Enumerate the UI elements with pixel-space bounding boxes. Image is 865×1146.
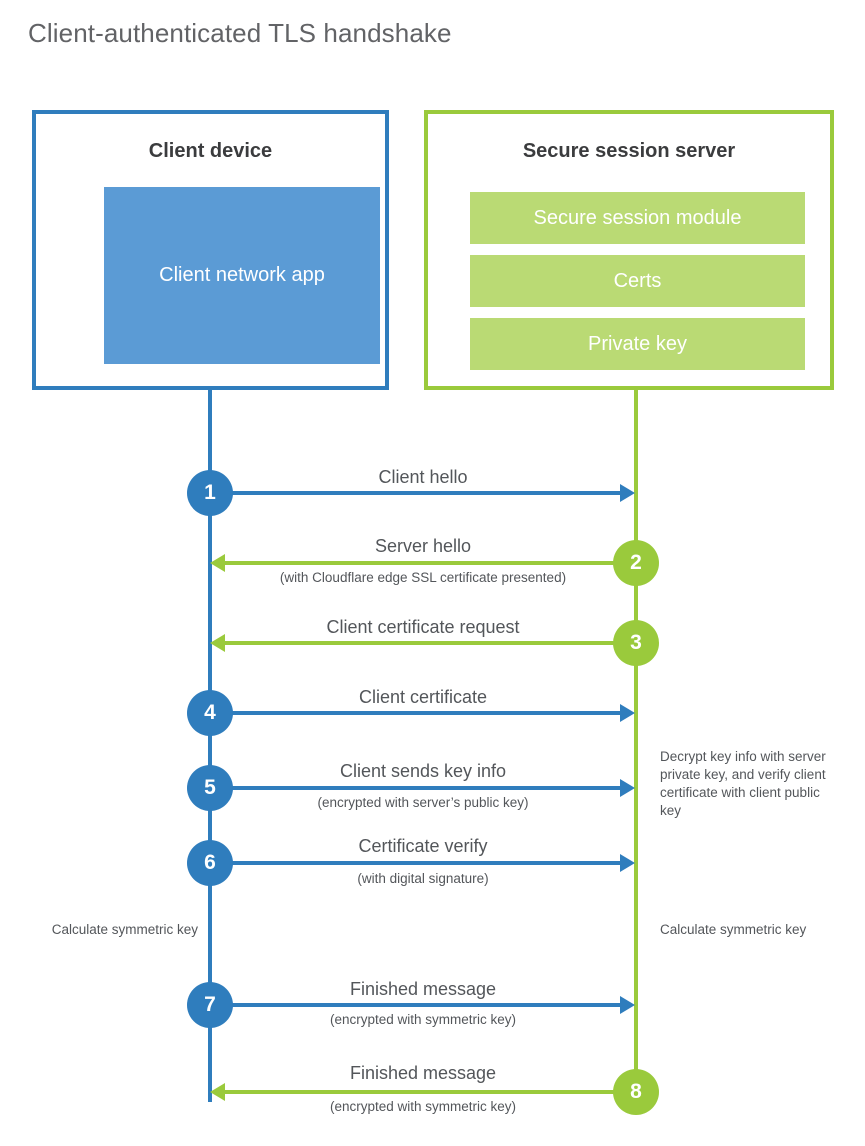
step-5-arrow-head bbox=[620, 779, 635, 797]
client-device-title: Client device bbox=[148, 140, 273, 162]
step-8-label: Finished message bbox=[349, 1063, 497, 1083]
client-network-app-block: Client network app bbox=[104, 187, 380, 364]
step-2-badge: 2 bbox=[613, 540, 659, 586]
client-calculate-symmetric-key-note: Calculate symmetric key bbox=[51, 922, 198, 937]
step-4-badge: 4 bbox=[187, 690, 233, 736]
step-2-sublabel: (with Cloudflare edge SSL certificate pr… bbox=[279, 570, 567, 585]
step-1-arrow-line bbox=[210, 491, 622, 495]
step-8-badge: 8 bbox=[613, 1069, 659, 1115]
server-calculate-symmetric-key-note: Calculate symmetric key bbox=[660, 922, 807, 937]
page-title: Client-authenticated TLS handshake bbox=[28, 18, 452, 48]
step-5-badge: 5 bbox=[187, 765, 233, 811]
step-6-arrow-line bbox=[210, 861, 622, 865]
step-3-arrow-line bbox=[225, 641, 636, 645]
server-block-private-key: Private key bbox=[470, 318, 805, 370]
step-6-label: Certificate verify bbox=[358, 836, 488, 856]
client-lifeline bbox=[208, 390, 212, 1102]
step-3-badge: 3 bbox=[613, 620, 659, 666]
step-8-arrow-head bbox=[210, 1083, 225, 1101]
client-device-box: Client device Client network app bbox=[32, 110, 389, 390]
step-7-sublabel: (encrypted with symmetric key) bbox=[329, 1012, 517, 1027]
server-block-secure-session-module: Secure session module bbox=[470, 192, 805, 244]
server-decrypt-note: Decrypt key info with server private key… bbox=[660, 749, 826, 818]
step-4-arrow-head bbox=[620, 704, 635, 722]
secure-session-server-box: Secure session server Secure session mod… bbox=[424, 110, 834, 390]
step-7-badge: 7 bbox=[187, 982, 233, 1028]
step-5-arrow-line bbox=[210, 786, 622, 790]
step-2-label: Server hello bbox=[374, 536, 472, 556]
step-7-arrow-head bbox=[620, 996, 635, 1014]
step-1-arrow-head bbox=[620, 484, 635, 502]
step-4-label: Client certificate bbox=[358, 687, 488, 707]
step-6-badge: 6 bbox=[187, 840, 233, 886]
step-6-sublabel: (with digital signature) bbox=[357, 871, 489, 886]
step-5-label: Client sends key info bbox=[339, 761, 507, 781]
step-1-badge: 1 bbox=[187, 470, 233, 516]
step-8-arrow-line bbox=[225, 1090, 636, 1094]
server-block-certs: Certs bbox=[470, 255, 805, 307]
step-7-label: Finished message bbox=[349, 979, 497, 999]
step-2-arrow-line bbox=[225, 561, 636, 565]
step-7-arrow-line bbox=[210, 1003, 622, 1007]
step-5-sublabel: (encrypted with server’s public key) bbox=[317, 795, 529, 810]
step-1-label: Client hello bbox=[378, 467, 468, 487]
server-lifeline bbox=[634, 390, 638, 1092]
step-3-label: Client certificate request bbox=[326, 617, 520, 637]
step-4-arrow-line bbox=[210, 711, 622, 715]
step-6-arrow-head bbox=[620, 854, 635, 872]
step-8-sublabel: (encrypted with symmetric key) bbox=[329, 1099, 517, 1114]
secure-session-server-title: Secure session server bbox=[522, 140, 736, 162]
step-3-arrow-head bbox=[210, 634, 225, 652]
step-2-arrow-head bbox=[210, 554, 225, 572]
